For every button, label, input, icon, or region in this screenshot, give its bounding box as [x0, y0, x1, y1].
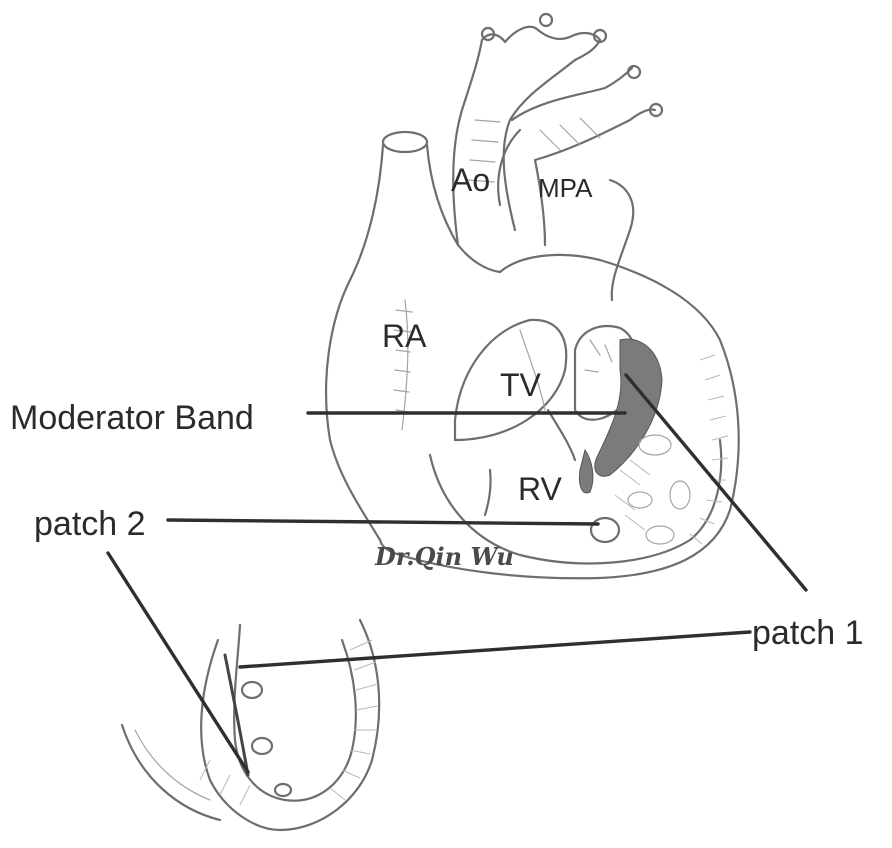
- cross-section-inset: [122, 620, 379, 830]
- label-ra: RA: [382, 318, 427, 354]
- ventricle-wall: [380, 255, 739, 578]
- label-mpa: MPA: [538, 173, 593, 203]
- label-ao: Ao: [451, 162, 490, 198]
- moderator-band: [579, 339, 662, 493]
- label-patch-1: patch 1: [752, 614, 864, 652]
- patch-1-leader: [626, 375, 806, 590]
- patch-1-inset-leader: [240, 632, 750, 667]
- patch-2-leader: [168, 520, 598, 524]
- label-rv: RV: [518, 471, 563, 507]
- labels: Ao MPA RA TV RV Moderator Band patch 2 p…: [10, 162, 864, 652]
- label-moderator-band: Moderator Band: [10, 399, 254, 437]
- aorta: [453, 14, 606, 245]
- label-patch-2: patch 2: [34, 505, 146, 543]
- label-tv: TV: [500, 367, 542, 403]
- signature: Dr.Qin Wu: [374, 542, 514, 571]
